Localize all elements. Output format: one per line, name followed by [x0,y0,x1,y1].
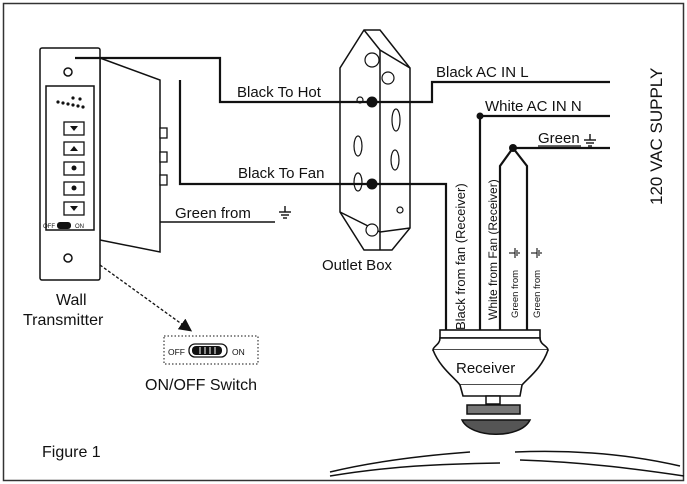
ground-icon [531,248,542,258]
label-black-to-fan: Black To Fan [238,165,324,182]
label-black-to-hot: Black To Hot [237,84,322,101]
label-green-from: Green from [175,205,251,222]
device-off-label: OFF [43,224,55,230]
label-black-ac-in-l: Black AC IN L [436,64,529,81]
label-white-ac-in-n: White AC IN N [485,98,582,115]
label-green-from-1: Green from [510,270,521,318]
ground-icon [279,206,291,219]
device-on-label: ON [75,224,84,230]
label-outlet-box: Outlet Box [322,257,393,274]
label-white-from-fan: White from Fan (Receiver) [486,179,500,320]
device-switch[interactable] [57,222,71,229]
wire-green-2 [512,147,529,330]
wire-green-1 [498,146,610,330]
label-onoff-switch: ON/OFF Switch [145,377,257,394]
label-green: Green [538,130,580,147]
fan-blades [329,450,685,477]
label-black-from-fan: Black from fan (Receiver) [453,183,468,330]
outlet-box [339,29,411,251]
button-icons [70,126,78,211]
label-receiver: Receiver [456,360,515,377]
label-supply: 120 VAC SUPPLY [647,68,666,205]
wire-black-fan [178,80,448,330]
label-transmitter: Transmitter [23,312,104,329]
indicator-leds [56,96,85,109]
top-screw-icon [63,67,73,77]
switch-callout [163,335,259,365]
switch-on-label: ON [232,347,245,357]
wires [75,56,610,330]
switch-off-label: OFF [168,347,185,357]
junctions [366,96,517,190]
fan-hub [460,395,532,435]
label-wall: Wall [56,292,87,309]
label-green-from-2: Green from [532,270,543,318]
bottom-screw-icon [63,253,73,263]
arrow-icon [99,264,193,332]
ground-icon [584,134,596,147]
ground-icon [509,248,520,258]
wall-transmitter [39,47,161,281]
receiver [432,329,549,397]
figure-caption: Figure 1 [42,444,101,461]
